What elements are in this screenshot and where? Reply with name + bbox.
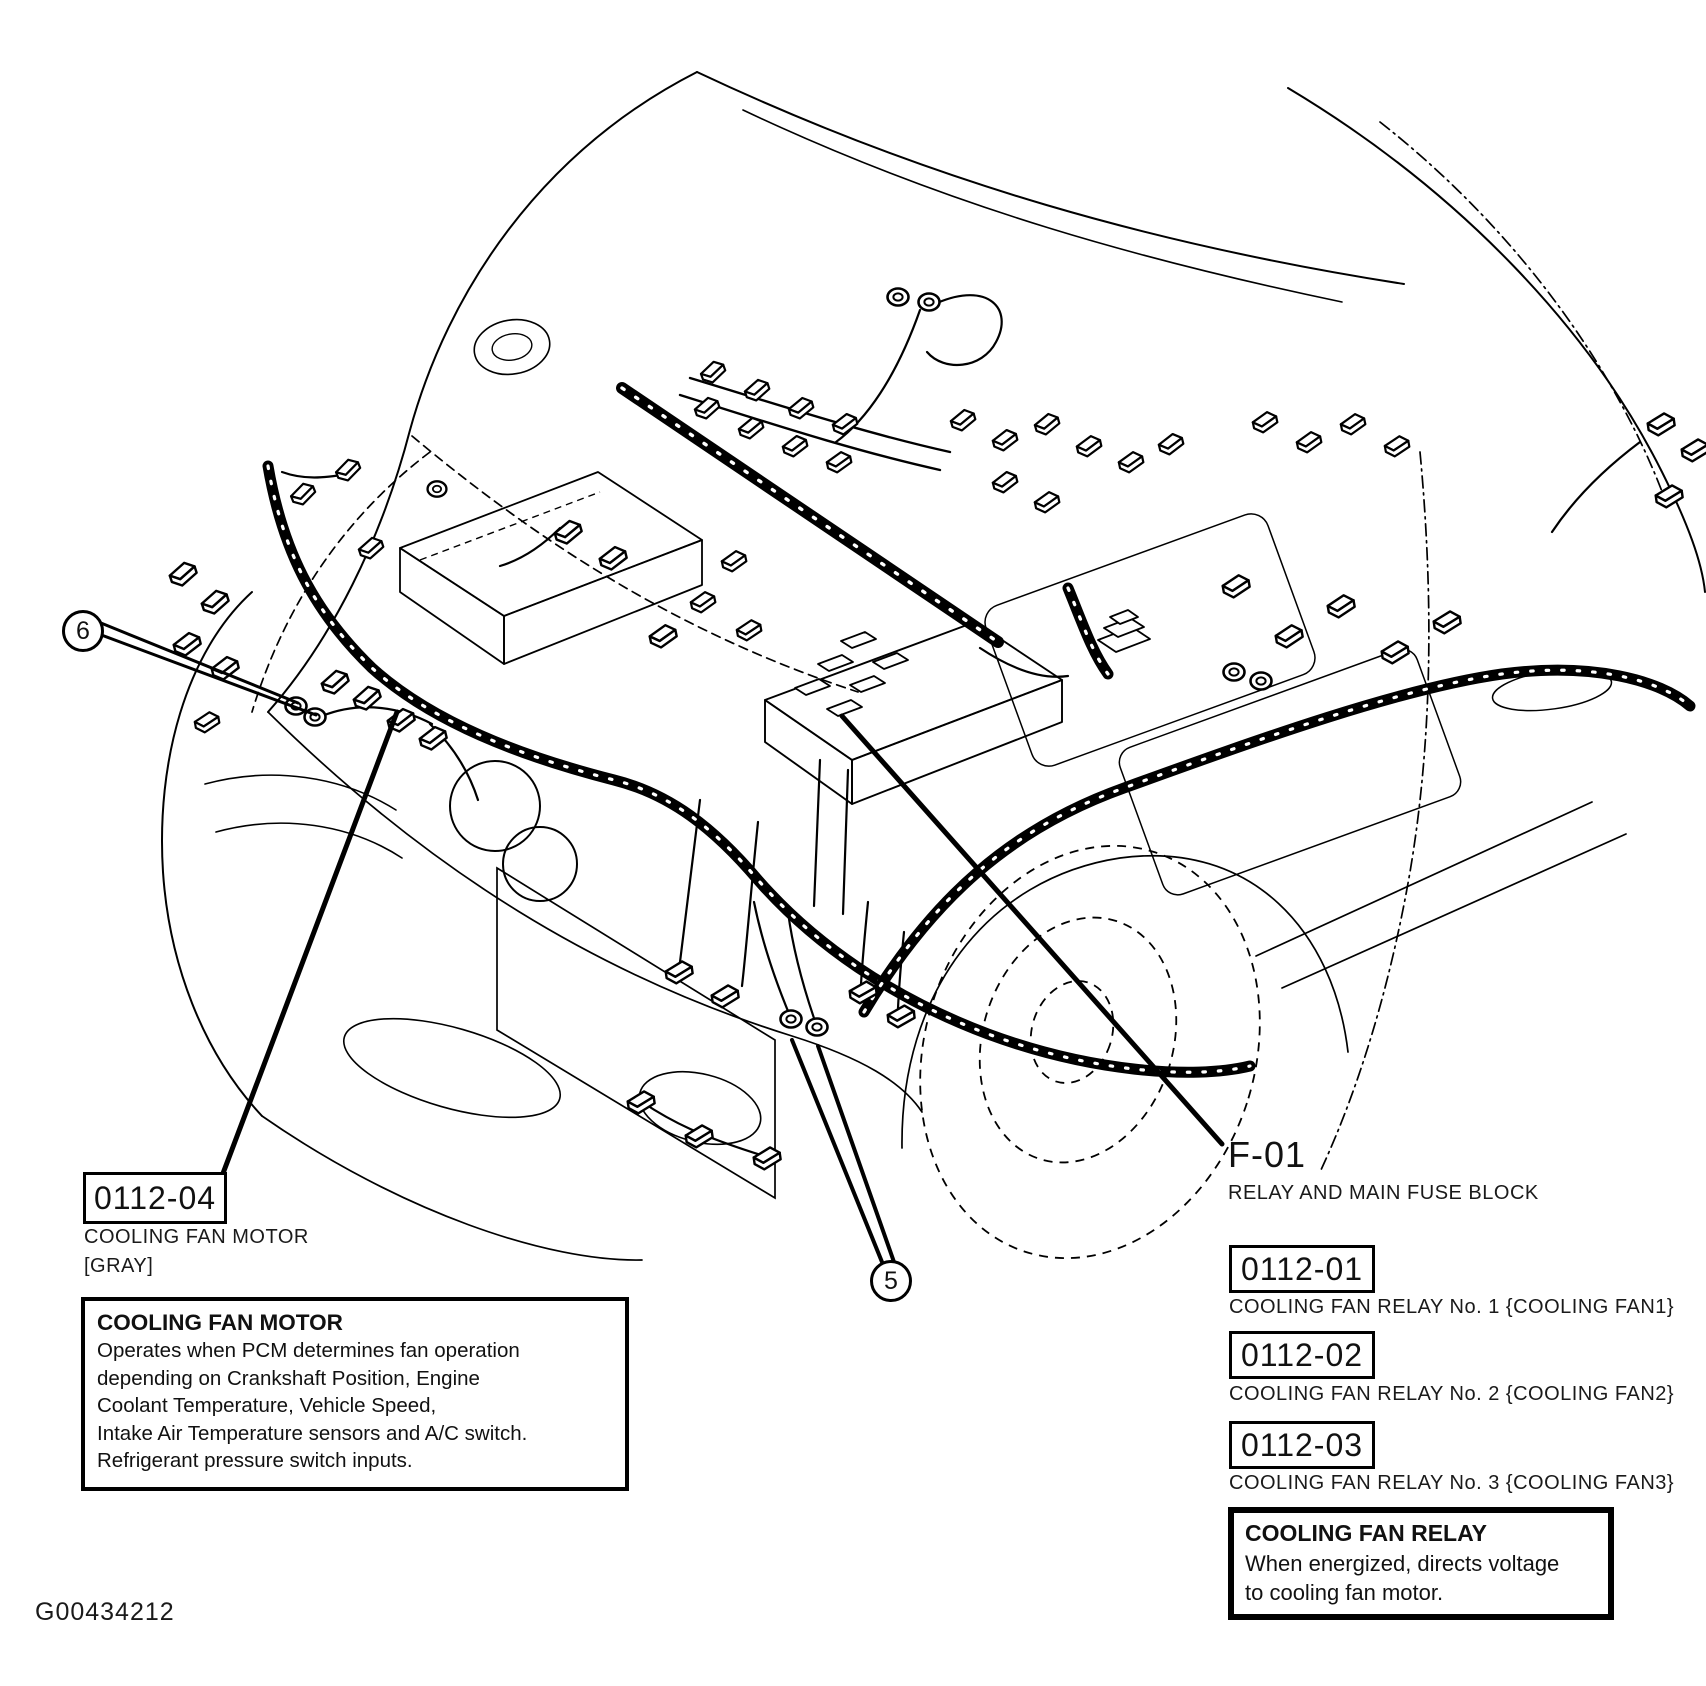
motor-note-line: Intake Air Temperature sensors and A/C s… [97,1421,528,1445]
callout-circle-5: 5 [870,1260,912,1302]
callout-circle-6: 6 [62,610,104,652]
part-code-box-0112-01: 0112-01 [1229,1245,1375,1293]
part-code-box-0112-04: 0112-04 [83,1172,227,1224]
leader-lines [94,619,1225,1264]
leader-callout-6a [94,619,300,705]
motor-caption-line1: COOLING FAN MOTOR [84,1226,309,1248]
harness-connectors [166,357,1706,1172]
leader-callout-5b [816,1044,896,1264]
motor-note-line: Refrigerant pressure switch inputs. [97,1449,413,1472]
relay-note-title: COOLING FAN RELAY [1245,1520,1487,1546]
washer-cap [1097,609,1151,653]
cooling-fan-relay-note: COOLING FAN RELAY When energized, direct… [1228,1507,1614,1620]
leader-callout-5a [790,1038,884,1264]
part-code-box-0112-03: 0112-03 [1229,1421,1375,1469]
relay-main-fuse-block [764,621,1063,805]
figure-id-label: G00434212 [35,1598,175,1626]
front-wheel [919,844,1261,1260]
relay-3-caption: COOLING FAN RELAY No. 3 {COOLING FAN3} [1229,1472,1675,1494]
relay-note-line: When energized, directs voltage [1245,1551,1560,1576]
harness-runs [268,388,1690,1072]
motor-note-title: COOLING FAN MOTOR [97,1310,343,1335]
relay-2-caption: COOLING FAN RELAY No. 2 {COOLING FAN2} [1229,1383,1675,1405]
engine-blocks [984,513,1462,896]
harness-grommets [284,287,1273,1037]
relay-1-caption: COOLING FAN RELAY No. 1 {COOLING FAN1} [1229,1296,1675,1318]
battery-box [399,471,703,665]
part-code-box-0112-02: 0112-02 [1229,1331,1375,1379]
callout-5-number: 5 [884,1266,898,1295]
branch-wires [280,294,1642,1158]
leader-0112-04 [219,709,400,1179]
car-body-dashed-lines [251,121,1667,1173]
motor-caption-line2: [GRAY] [84,1255,154,1277]
motor-note-line: depending on Crankshaft Position, Engine [97,1366,480,1390]
fuse-grid [794,631,909,717]
callout-6-number: 6 [76,616,90,645]
fuse-block-caption: RELAY AND MAIN FUSE BLOCK [1228,1182,1539,1204]
cooling-fan-motor-shapes [449,760,578,902]
leader-callout-6b [94,631,318,717]
motor-note-line: Coolant Temperature, Vehicle Speed, [97,1394,437,1417]
leader-f01 [839,713,1225,1147]
cooling-fan-motor-note: COOLING FAN MOTOR Operates when PCM dete… [81,1297,629,1491]
car-body-outline [161,71,1706,1261]
motor-note-line: Operates when PCM determines fan operati… [97,1339,520,1362]
relay-note-line: to cooling fan motor. [1245,1580,1444,1605]
fuse-block-code: F-01 [1228,1134,1307,1175]
